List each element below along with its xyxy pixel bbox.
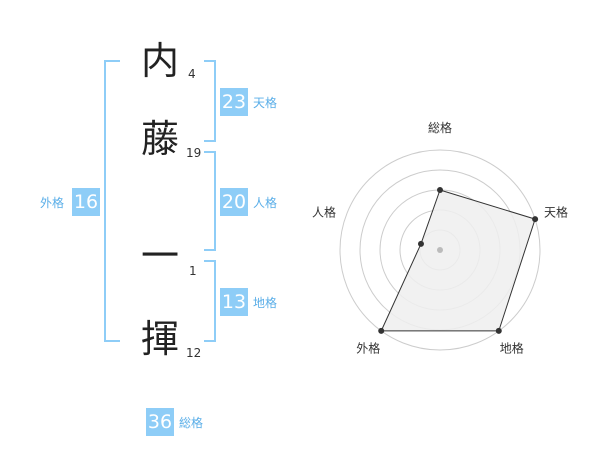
gaikaku-bracket: [104, 60, 120, 342]
radar-center-dot: [437, 247, 443, 253]
jinkaku-value: 20: [220, 188, 248, 216]
stroke-count-1: 4: [188, 67, 196, 81]
radar-series-polygon: [380, 189, 536, 332]
tenkaku-bracket: [204, 60, 216, 142]
name-char-2: 藤: [140, 117, 179, 161]
radar-point-2: [532, 216, 539, 223]
tenkaku-label: 天格: [253, 96, 278, 110]
jinkaku-bracket: [204, 151, 216, 251]
soukaku-value: 36: [146, 408, 174, 436]
radar-point-1: [437, 187, 443, 193]
chikaku-bracket: [204, 260, 216, 342]
radar-axis-label-4: 外格: [356, 341, 380, 356]
jinkaku-label: 人格: [253, 196, 278, 210]
name-char-4: 揮: [140, 317, 179, 361]
stroke-count-2: 19: [186, 146, 202, 160]
chikaku-value: 13: [220, 288, 248, 316]
name-char-1: 内: [140, 39, 179, 83]
radar-axis-label-2: 天格: [544, 204, 568, 219]
gaikaku-label: 外格: [40, 196, 65, 210]
name-char-3: 一: [140, 234, 179, 278]
stroke-count-4: 12: [186, 346, 202, 360]
radar-grid-ring-5: [339, 149, 541, 351]
soukaku-label: 総格: [179, 416, 204, 430]
radar-point-3: [495, 327, 502, 334]
gaikaku-value: 16: [72, 188, 100, 216]
radar-point-5: [417, 240, 424, 247]
radar-axis-label-3: 地格: [500, 341, 524, 356]
radar-axis-label-5: 人格: [312, 204, 336, 219]
tenkaku-value: 23: [220, 88, 248, 116]
radar-point-4: [378, 327, 385, 334]
stroke-count-3: 1: [189, 264, 197, 278]
radar-axis-label-1: 総格: [428, 120, 452, 135]
chikaku-label: 地格: [253, 296, 278, 310]
